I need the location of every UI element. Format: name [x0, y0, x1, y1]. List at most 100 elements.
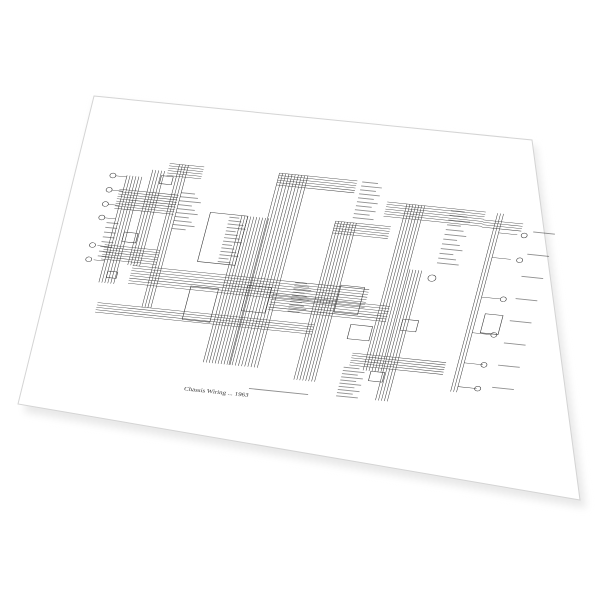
wire	[472, 332, 491, 335]
tail-lamp	[520, 232, 528, 239]
wire	[278, 175, 357, 184]
wire-label-mark	[287, 310, 300, 313]
wire	[377, 205, 423, 372]
wire	[110, 176, 140, 284]
wire	[385, 208, 485, 220]
wire-label-mark	[219, 254, 239, 258]
wire	[311, 222, 354, 382]
headlamp-lamp	[85, 256, 93, 262]
headlamp-lamp	[89, 242, 96, 248]
wire	[136, 170, 162, 266]
wire-label-mark	[172, 223, 195, 228]
wire	[107, 176, 137, 284]
wire	[203, 215, 243, 363]
wire-label-mark	[521, 275, 544, 280]
wire	[217, 217, 258, 364]
wire-label-mark	[440, 248, 463, 252]
wire-label-mark	[180, 196, 199, 199]
wire-label-mark	[223, 240, 242, 244]
wire-label-mark	[362, 181, 379, 184]
wire-label-mark	[337, 388, 360, 393]
wire	[129, 275, 367, 300]
wire	[144, 164, 183, 308]
wire	[374, 205, 420, 372]
connector-block	[399, 318, 420, 333]
wire	[220, 217, 260, 365]
wire	[334, 225, 390, 232]
wire	[387, 270, 423, 402]
wire	[450, 213, 498, 392]
wire-label-mark	[291, 294, 307, 298]
wire	[169, 163, 205, 168]
wire	[277, 179, 356, 189]
wire	[132, 265, 370, 290]
wire-label-mark	[289, 304, 305, 307]
wire	[130, 272, 368, 298]
wire	[234, 173, 287, 366]
ground-block	[368, 370, 386, 383]
wire-label-mark	[356, 201, 378, 205]
ground-block	[105, 270, 119, 279]
wire	[481, 296, 501, 300]
wire-label-mark	[248, 388, 309, 395]
wire	[351, 355, 446, 366]
wire	[98, 175, 128, 283]
wire	[332, 232, 388, 239]
wire-label-mark	[341, 376, 363, 380]
wire-label-mark	[217, 261, 231, 264]
wire	[205, 215, 246, 363]
wire	[279, 172, 358, 182]
wire-label-mark	[177, 204, 192, 207]
wire-label-mark	[290, 297, 309, 301]
wire	[115, 175, 127, 178]
wire	[244, 174, 296, 367]
wire-label-mark	[288, 307, 307, 311]
wire	[483, 222, 523, 227]
wire-label-mark	[357, 197, 374, 200]
components	[85, 172, 528, 392]
headlamp-lamp	[105, 187, 113, 193]
tail-lamp	[480, 362, 488, 368]
wire-label-mark	[290, 301, 303, 304]
wire	[95, 311, 312, 335]
wire	[167, 172, 202, 177]
wire	[223, 217, 263, 365]
diagram-area: Chassis Wiring ... 1963	[85, 163, 555, 402]
switch-block	[346, 324, 373, 342]
wire-label-mark	[176, 208, 195, 211]
wire-label-mark	[229, 216, 240, 219]
wire-label-mark	[339, 382, 362, 386]
connector-block	[240, 285, 272, 314]
wire	[267, 309, 387, 322]
wire	[231, 173, 283, 366]
wire	[334, 223, 391, 230]
wire	[250, 175, 302, 368]
wire	[305, 222, 348, 381]
wire	[296, 221, 339, 380]
wire	[104, 217, 116, 220]
wire-label-mark	[527, 253, 550, 257]
wire-label-mark	[336, 395, 358, 399]
wire-label-mark	[293, 288, 312, 292]
wire	[127, 282, 365, 308]
wire	[150, 165, 189, 309]
wire	[101, 175, 131, 283]
wire	[453, 213, 501, 392]
wire	[93, 259, 105, 262]
wire-label-mark	[101, 241, 114, 244]
wire-label-mark	[444, 233, 467, 237]
wire	[483, 219, 524, 225]
wire-label-mark	[226, 226, 246, 230]
instrument-lamp	[427, 274, 437, 282]
wire	[141, 164, 180, 308]
wire-label-mark	[353, 213, 370, 216]
wire-label-mark	[497, 364, 520, 368]
wire	[352, 352, 447, 363]
connector-block	[479, 313, 504, 335]
wire	[385, 206, 485, 217]
wire	[384, 270, 420, 402]
wire	[293, 221, 336, 380]
wire	[131, 267, 369, 293]
wire	[365, 204, 411, 371]
